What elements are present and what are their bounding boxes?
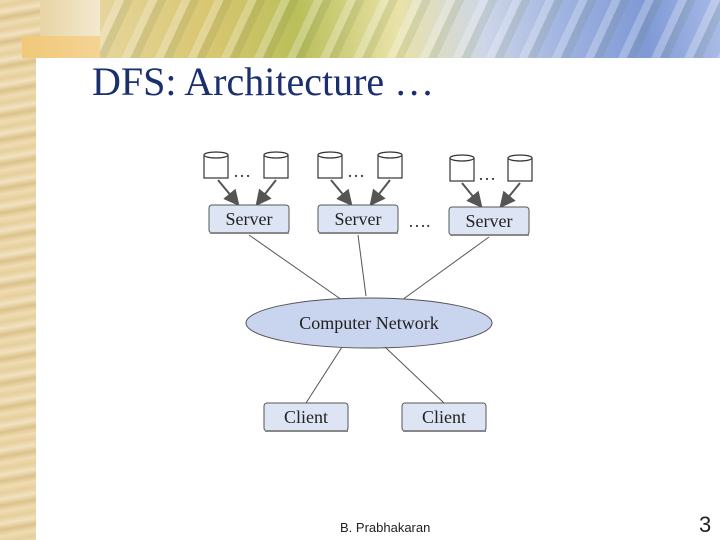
connection-line (305, 346, 343, 404)
server-label: Server (335, 209, 382, 229)
disk-icon (377, 151, 403, 179)
disk-icon (449, 154, 475, 182)
disk-arrow (330, 179, 353, 207)
client-label: Client (422, 407, 466, 427)
accent-strip (22, 36, 100, 58)
disk-arrow (369, 179, 391, 207)
floral-banner-texture (100, 0, 720, 58)
disk-icon (507, 154, 533, 182)
page-number: 3 (699, 512, 712, 537)
connection-line (357, 234, 367, 297)
disk-group-label: … (478, 164, 496, 184)
footer-author: B. Prabhakaran (340, 520, 431, 535)
client-box-2: Client (401, 402, 487, 432)
disk-arrow (217, 179, 240, 207)
server-box-2: Server (317, 204, 399, 234)
client-box-1: Client (263, 402, 349, 432)
server-box-1: Server (208, 204, 290, 234)
connection-line (384, 346, 445, 404)
server-box-3: Server (448, 206, 530, 236)
connection-line (401, 236, 490, 301)
disk-icon (317, 151, 343, 179)
server-label: Server (226, 209, 273, 229)
network-label: Computer Network (299, 313, 438, 333)
network-node: Computer Network (245, 297, 493, 349)
disk-icon (263, 151, 289, 179)
disk-group-label: … (347, 161, 365, 181)
disk-group-1: … (203, 151, 289, 181)
server-ellipsis: …. (408, 211, 431, 231)
parchment-sidebar (0, 0, 40, 540)
disk-group-2: … (317, 151, 403, 181)
disk-arrow (461, 182, 483, 209)
disk-group-label: … (233, 161, 251, 181)
slide-title: DFS: Architecture … (92, 59, 435, 104)
client-label: Client (284, 407, 328, 427)
disk-arrow (255, 179, 277, 207)
disk-arrow (499, 182, 521, 209)
floral-banner (100, 0, 720, 58)
server-label: Server (466, 211, 513, 231)
disk-group-3: … (449, 154, 533, 184)
disk-icon (203, 151, 229, 179)
connection-line (248, 234, 343, 301)
